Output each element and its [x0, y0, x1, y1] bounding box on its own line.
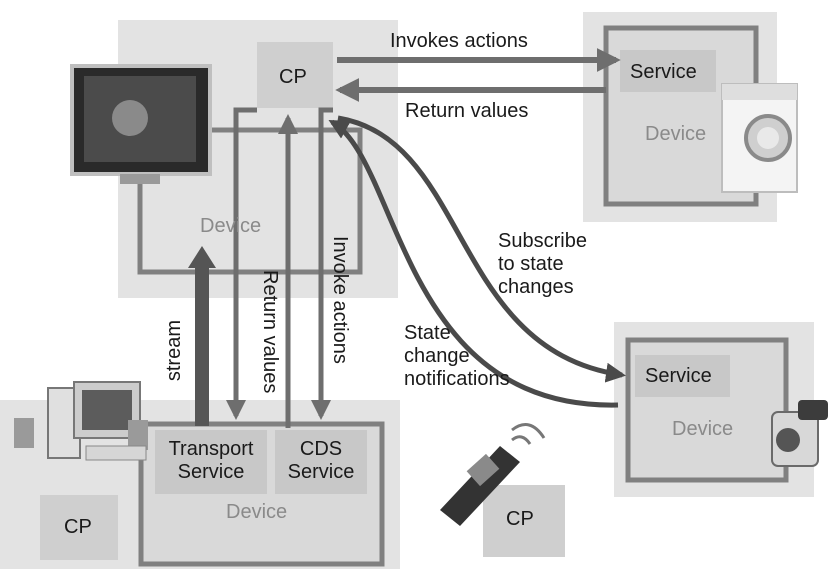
state-change-curve	[328, 119, 619, 408]
state-change-label: State change notifications	[404, 322, 510, 390]
camera-service-box	[635, 355, 730, 397]
camcorder-icon	[771, 400, 828, 467]
tv-icon	[70, 64, 212, 184]
cp-phone-box	[483, 485, 565, 557]
camera-service-label: Service	[645, 365, 712, 387]
transport-service-box	[155, 430, 267, 494]
cds-service-label: CDS Service	[287, 438, 355, 483]
washer-device-label: Device	[645, 123, 707, 145]
return-values-top-label: Return values	[405, 100, 529, 122]
camera-device-label: Device	[672, 418, 734, 440]
subscribe-curve	[337, 115, 626, 383]
invoke-actions-vertical-arrow	[311, 107, 333, 420]
cp-bottom-left-label: CP	[64, 516, 92, 538]
cp-top-box	[257, 42, 333, 108]
cp-top-label: CP	[279, 66, 307, 88]
return-values-vertical-label: Return values	[259, 270, 281, 394]
transport-service-label: Transport Service	[168, 438, 254, 483]
subscribe-label: Subscribe to state changes	[498, 230, 587, 298]
device-left-label: Device	[200, 215, 262, 237]
device-bottom-label: Device	[226, 501, 288, 523]
washing-machine-icon	[721, 83, 798, 193]
stream-arrowhead	[188, 246, 216, 268]
washer-service-box	[620, 50, 716, 92]
mobile-phone-icon	[440, 423, 546, 526]
cp-phone-label: CP	[506, 508, 534, 530]
device-left-frame	[137, 127, 363, 275]
stream-label: stream	[163, 320, 185, 382]
cp-to-transport-arrow	[226, 107, 257, 420]
invokes-actions-label: Invokes actions	[390, 30, 528, 52]
cp-bottom-left-box	[40, 495, 118, 560]
invoke-actions-vertical-label: Invoke actions	[329, 236, 351, 364]
desktop-computer-icon	[14, 381, 148, 461]
cds-service-box	[275, 430, 367, 494]
washer-service-label: Service	[630, 61, 697, 83]
